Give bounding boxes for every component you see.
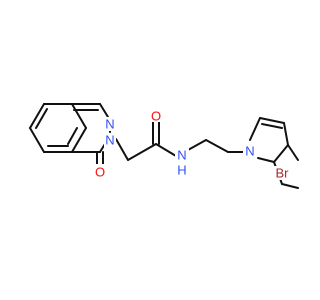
- atom-n-indole: N: [243, 144, 257, 159]
- atom-label: Br: [276, 166, 290, 181]
- bond: [71, 103, 87, 129]
- molecule-structure: N N O O N H N Br: [29, 103, 299, 189]
- atom-n-ring: N: [104, 133, 116, 148]
- bond: [261, 123, 283, 129]
- bond: [187, 139, 207, 151]
- atom-label: O: [95, 165, 105, 180]
- bond: [281, 183, 299, 189]
- bond: [273, 144, 289, 163]
- bond: [155, 143, 177, 157]
- atom-label: O: [151, 109, 161, 124]
- atom-n-pyridazine: N: [104, 117, 116, 132]
- bond-lines: [29, 103, 299, 189]
- bond: [71, 127, 87, 153]
- bond: [67, 127, 78, 145]
- atom-label-h: H: [177, 163, 186, 178]
- atom-label: N: [177, 148, 186, 163]
- bond: [259, 117, 285, 124]
- atom-o-amide: O: [150, 108, 162, 124]
- atom-o-ketone: O: [94, 164, 106, 180]
- bond: [35, 108, 48, 129]
- bond: [29, 103, 45, 129]
- bond: [257, 157, 275, 163]
- atom-label: N: [105, 117, 114, 132]
- bond: [127, 143, 157, 161]
- bond: [205, 139, 229, 153]
- bond: [249, 117, 261, 141]
- bond: [29, 127, 45, 153]
- atom-label: N: [105, 133, 114, 148]
- bond: [115, 138, 129, 161]
- atom-labels: N N O O N H N Br: [94, 108, 298, 181]
- bond: [99, 103, 109, 118]
- bond: [283, 122, 289, 146]
- atom-nh-amide: N H: [175, 148, 189, 178]
- bond: [287, 144, 299, 161]
- atom-label: N: [245, 144, 254, 159]
- atom-br: Br: [270, 166, 298, 181]
